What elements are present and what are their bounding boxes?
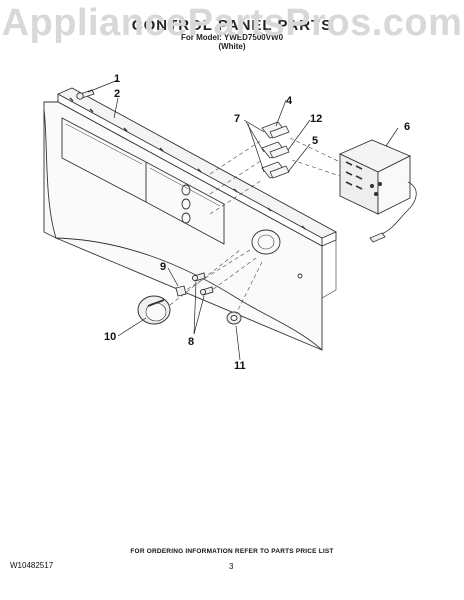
callout-numbers: 1 2 4 7 12 5 6 9 10 8 11 [104, 73, 410, 372]
callout-8: 8 [188, 336, 194, 348]
callout-10: 10 [104, 331, 116, 343]
callout-12: 12 [310, 113, 322, 125]
ordering-note: FOR ORDERING INFORMATION REFER TO PARTS … [130, 548, 334, 555]
part-1-screw [76, 89, 95, 100]
callout-1: 1 [114, 73, 120, 85]
control-panel-body [43, 87, 338, 351]
callout-6: 6 [404, 121, 410, 133]
callout-9: 9 [160, 261, 166, 273]
leader-lines [87, 79, 399, 361]
model-number: For Model: YWED7500VW0 [180, 33, 284, 42]
callout-11: 11 [234, 360, 246, 372]
part-11-bushing [226, 311, 242, 325]
callout-4: 4 [286, 95, 293, 107]
callout-7: 7 [234, 113, 240, 125]
assembly-dash-lines [169, 137, 341, 315]
part-6-control-board [338, 139, 412, 215]
document-number: W10482517 [10, 561, 54, 570]
callout-2: 2 [114, 88, 120, 100]
wire-harness [369, 181, 417, 243]
part-8-screws [191, 272, 214, 296]
page-number: 3 [229, 562, 234, 571]
part-9-clip [175, 285, 187, 297]
switch-assemblies [261, 121, 290, 179]
page-title: CONTROL PANEL PARTS [131, 17, 333, 34]
color-variant: (White) [218, 42, 246, 51]
callout-5: 5 [312, 135, 318, 147]
part-10-knob [137, 295, 171, 325]
